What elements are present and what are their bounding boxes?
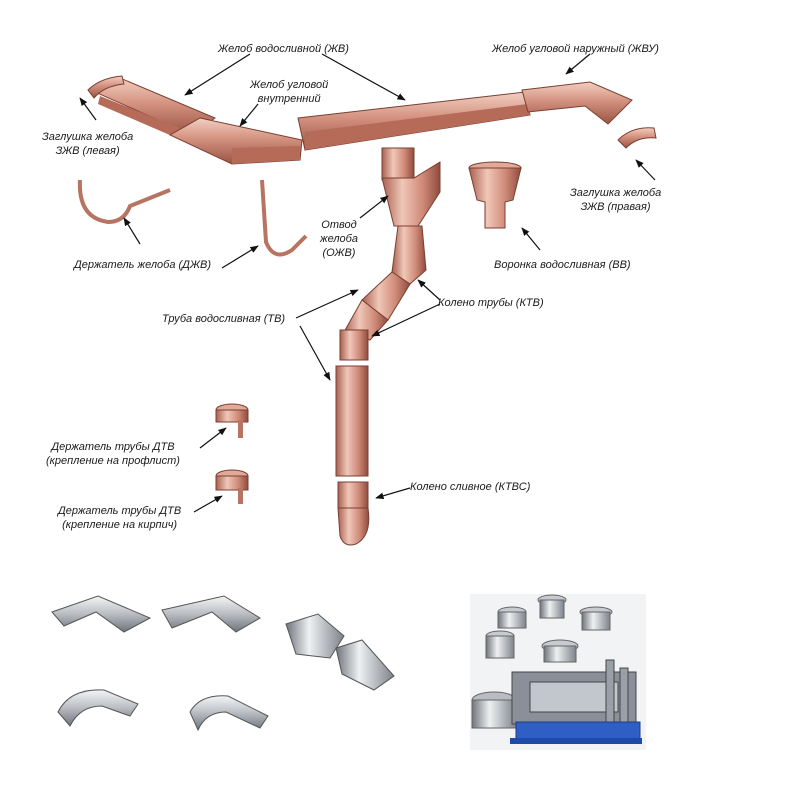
copper-gutter-main (297, 91, 531, 151)
gutter-bracket-1 (77, 179, 171, 225)
label-gutter-inner-corner: Желоб угловой внутренний (250, 79, 329, 105)
pipe-elbow-upper (361, 225, 427, 321)
label-gutter-bracket: Держатель желоба (ДЖВ) (74, 259, 212, 271)
label-elbow: Колено трубы (КТВ) (438, 297, 544, 309)
steel-connector (285, 613, 395, 691)
tooling-press (470, 594, 646, 750)
steel-corner-1 (51, 595, 152, 633)
gutter-bracket-2 (260, 179, 308, 257)
pipe-holder-profile (215, 403, 249, 438)
label-cap-right: Заглушка желоба ЗЖВ (правая) (570, 187, 662, 213)
arrows (79, 53, 656, 513)
label-gutter-main: Желоб водосливной (ЖВ) (218, 43, 349, 55)
gutter-outlet (381, 147, 441, 227)
label-outlet: Отвод желоба (ОЖВ) (320, 219, 358, 259)
label-pipe-holder-brick: Держатель трубы ДТВ (крепление на кирпич… (58, 505, 182, 531)
steel-elbow-2 (189, 695, 269, 732)
funnel (468, 161, 522, 229)
label-cap-left: Заглушка желоба ЗЖВ (левая) (42, 131, 134, 157)
gutter-cap-right (617, 127, 657, 149)
pipe-holder-brick (215, 469, 249, 504)
label-pipe-holder-profile: Держатель трубы ДТВ (крепление на профли… (46, 441, 180, 467)
gutter-inner-corner (168, 117, 303, 165)
gutter-outer-corner (521, 81, 633, 125)
label-gutter-outer-corner: Желоб угловой наружный (ЖВУ) (492, 43, 659, 55)
steel-elbow-1 (57, 689, 139, 727)
label-funnel: Воронка водосливная (ВВ) (494, 259, 631, 271)
drain-elbow (337, 481, 370, 546)
label-pipe: Труба водосливная (ТВ) (162, 313, 286, 325)
gutter-cap-left (87, 75, 125, 99)
downpipe (335, 365, 369, 477)
steel-corner-2 (161, 595, 261, 633)
label-drain-elbow: Колено сливное (КТВС) (410, 481, 531, 493)
